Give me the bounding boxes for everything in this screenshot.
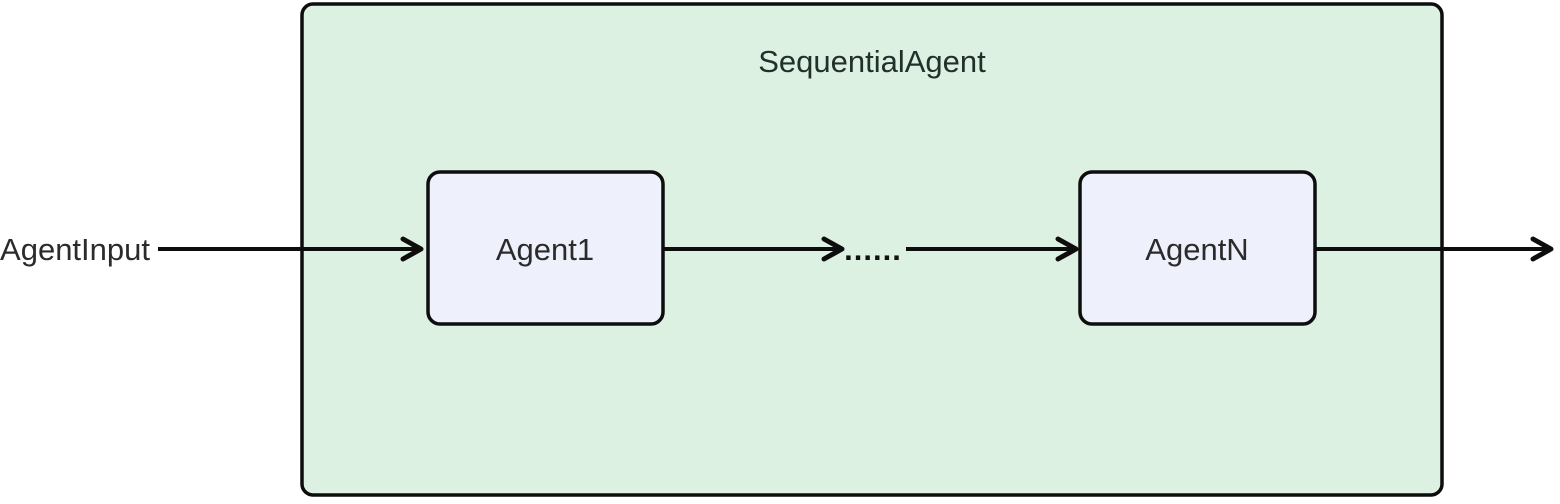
ellipsis-label: ...... bbox=[844, 232, 902, 267]
node-agentN-box bbox=[1078, 170, 1317, 326]
agent-input-label: AgentInput bbox=[0, 232, 150, 267]
node-agent1-label: Agent1 bbox=[496, 232, 594, 267]
node-agentN-label: AgentN bbox=[1145, 232, 1248, 267]
container-title: SequentialAgent bbox=[758, 44, 986, 79]
node-agent1-box bbox=[426, 170, 665, 326]
